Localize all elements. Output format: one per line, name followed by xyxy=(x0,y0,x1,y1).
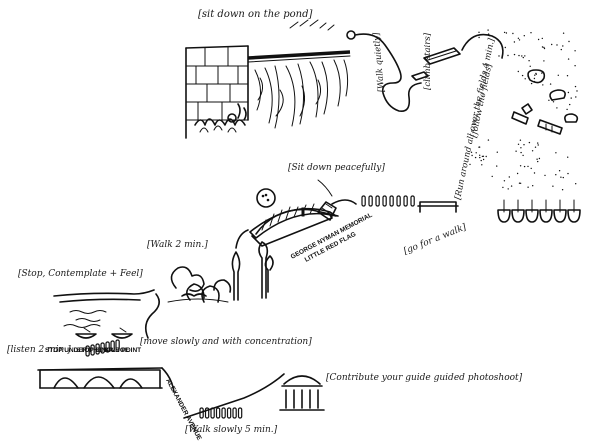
label-contribute: [Contribute your guide guided photoshoot… xyxy=(326,373,523,383)
label-move-slowly: [move slowly and with concentration] xyxy=(140,337,312,347)
label-go-for-a-walk: [go for a walk] xyxy=(402,222,468,256)
label-stop-single-point: STOP SINGLE POINT xyxy=(76,347,141,354)
label-stop-under-bridge: STOP UNDER THE BRIDGE xyxy=(45,347,130,354)
footstep xyxy=(375,195,380,207)
footstep xyxy=(210,407,215,419)
field-dots xyxy=(469,139,577,191)
tree-icon xyxy=(167,241,274,303)
label-sit-down-peacefully: [Sit down peacefully] xyxy=(288,163,385,173)
stairs-icon xyxy=(411,47,461,81)
footstep xyxy=(199,407,204,419)
field-hedge-icon xyxy=(497,199,581,223)
footsteps-icon xyxy=(361,195,415,207)
footstep xyxy=(389,195,394,207)
footstep xyxy=(204,407,210,419)
bridge-icon xyxy=(37,367,163,389)
footstep xyxy=(396,195,401,207)
label-walk-2-min: [Walk 2 min.] xyxy=(147,240,208,250)
label-george-nyman: GEORGE NYMAN MEMORIAL xyxy=(290,212,374,261)
footsteps-icon xyxy=(199,407,243,419)
footstep xyxy=(105,341,110,353)
label-sit-down-pond: [sit down on the pond] xyxy=(198,9,312,20)
label-walk-slowly-5: [Walk slowly 5 min.] xyxy=(185,425,278,435)
footstep xyxy=(237,407,243,419)
footstep xyxy=(221,407,226,419)
footstep xyxy=(90,344,95,356)
temple-icon xyxy=(279,375,325,411)
hedge-shape xyxy=(567,209,581,223)
footstep xyxy=(100,342,105,354)
memorial-stone-icon xyxy=(249,188,339,247)
hedge-shape xyxy=(553,209,567,223)
label-run-around: [Run around all over the fields 4 min.] xyxy=(453,37,497,201)
label-climb-stairs: [climb stairs] xyxy=(423,32,433,90)
label-walk-quietly: [Walk quietly] xyxy=(372,31,387,92)
label-stop-contemplate: [Stop, Contemplate + Feel] xyxy=(18,269,143,279)
footstep xyxy=(410,195,415,207)
hill-stipple xyxy=(461,33,579,123)
label-listen: [listen 2 min.] xyxy=(7,345,71,355)
footstep xyxy=(115,339,120,351)
footstep xyxy=(226,407,232,419)
hedge-shape xyxy=(497,209,511,223)
footstep xyxy=(361,195,366,207)
hedge-shape xyxy=(511,209,525,223)
hedge-shape xyxy=(539,209,553,223)
pond-wall-icon xyxy=(185,45,351,139)
footstep xyxy=(110,340,115,352)
footstep xyxy=(85,345,90,357)
footsteps-icon xyxy=(85,339,120,357)
footstep xyxy=(215,407,221,419)
footstep xyxy=(403,195,408,207)
footstep xyxy=(232,407,237,419)
footstep xyxy=(368,195,373,207)
footstep xyxy=(95,343,100,355)
footstep xyxy=(382,195,387,207)
stipple-dots xyxy=(478,29,578,111)
hedge-shape xyxy=(525,209,539,223)
